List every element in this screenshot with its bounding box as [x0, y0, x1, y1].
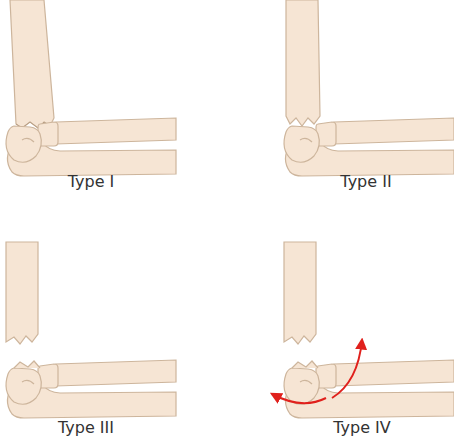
- type-label: Type I: [68, 172, 115, 191]
- type-label: Type IV: [333, 418, 391, 437]
- type-label: Type II: [340, 172, 391, 191]
- type-label: Type III: [58, 418, 114, 437]
